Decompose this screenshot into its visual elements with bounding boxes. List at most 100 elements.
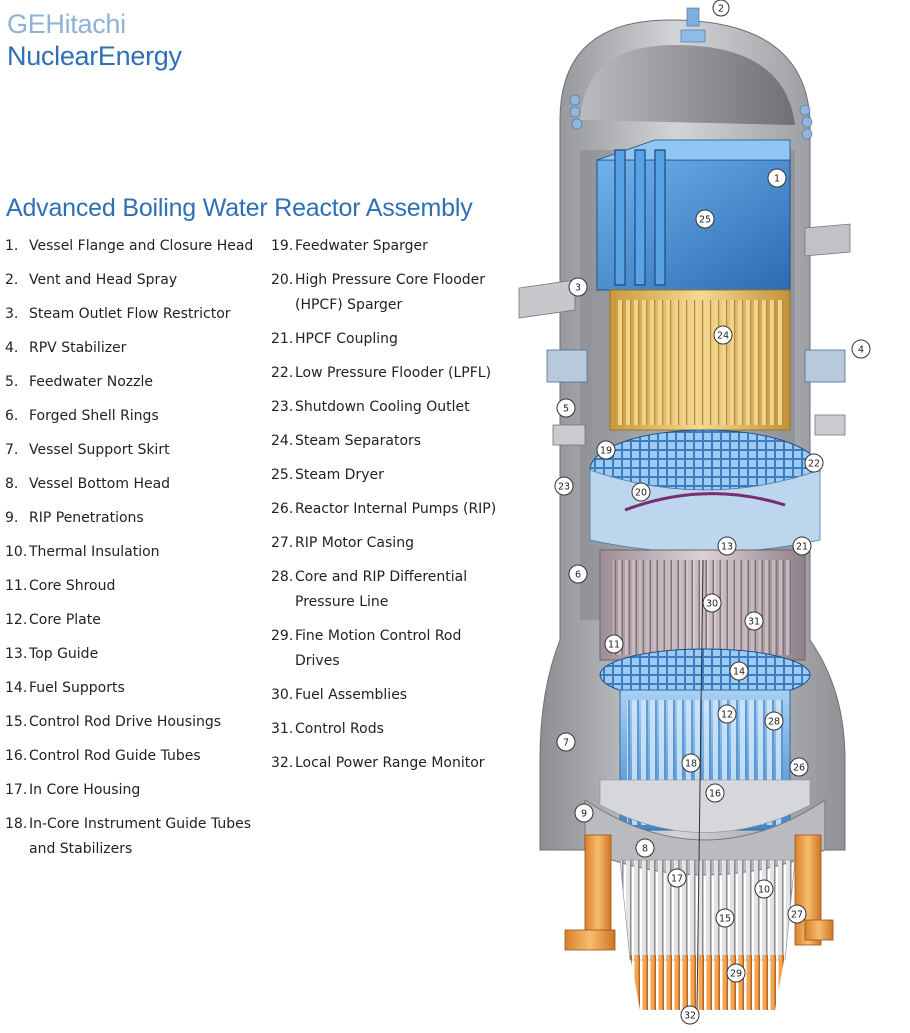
item-number: 25. bbox=[271, 467, 294, 483]
list-item: 2.Vent and Head Spray bbox=[5, 268, 260, 293]
callout-19-label: 19 bbox=[600, 446, 612, 457]
callout-30: 30 bbox=[702, 593, 722, 613]
item-number: 4. bbox=[5, 340, 19, 356]
callout-31-label: 31 bbox=[748, 617, 760, 628]
list-item: 26.Reactor Internal Pumps (RIP) bbox=[271, 497, 506, 522]
item-label: Vessel Support Skirt bbox=[29, 442, 170, 458]
list-item: 30.Fuel Assemblies bbox=[271, 683, 506, 708]
item-label: Steam Separators bbox=[295, 433, 422, 449]
list-item: 8. Vessel Bottom Head bbox=[5, 472, 260, 497]
callout-13-label: 13 bbox=[721, 542, 733, 553]
lprm-line bbox=[696, 559, 704, 1011]
item-label: Control Rods bbox=[295, 721, 384, 737]
item-label: Vent and Head Spray bbox=[29, 272, 178, 288]
callout-30-label: 30 bbox=[706, 599, 718, 610]
list-item: 18.In-Core Instrument Guide Tubes and St… bbox=[5, 812, 260, 862]
list-item: 20.High Pressure Core Flooder (HPCF) Spa… bbox=[271, 268, 506, 318]
callout-24-label: 24 bbox=[717, 331, 729, 342]
item-number: 19. bbox=[271, 238, 294, 254]
callout-8-label: 8 bbox=[642, 844, 648, 855]
item-label: Core Shroud bbox=[29, 578, 116, 594]
item-number: 22. bbox=[271, 365, 294, 381]
item-label: Fuel Assemblies bbox=[295, 687, 408, 703]
callout-11-label: 11 bbox=[608, 640, 620, 651]
callout-22: 22 bbox=[804, 453, 824, 473]
callout-19: 19 bbox=[596, 440, 616, 460]
brand-logo: GEHitachi NuclearEnergy bbox=[7, 8, 182, 72]
item-label: Steam Dryer bbox=[295, 467, 384, 483]
callout-32-label: 32 bbox=[684, 1011, 696, 1022]
callout-26: 26 bbox=[789, 757, 809, 777]
item-number: 20. bbox=[271, 272, 294, 288]
item-number: 3. bbox=[5, 306, 19, 322]
item-label: Vessel Bottom Head bbox=[29, 476, 171, 492]
item-number: 8. bbox=[5, 476, 19, 492]
item-label: Thermal Insulation bbox=[29, 544, 160, 560]
callout-15-label: 15 bbox=[719, 914, 731, 925]
item-label: In Core Housing bbox=[29, 782, 141, 798]
item-number: 26. bbox=[271, 501, 294, 517]
rip-motor-casings bbox=[564, 834, 834, 951]
item-label: In-Core Instrument Guide Tubes and Stabi… bbox=[29, 816, 252, 857]
callout-27: 27 bbox=[787, 904, 807, 924]
list-item: 25.Steam Dryer bbox=[271, 463, 506, 488]
top-guide bbox=[589, 429, 821, 553]
brand-line-2: NuclearEnergy bbox=[7, 41, 182, 71]
callout-17-label: 17 bbox=[671, 874, 683, 885]
item-number: 30. bbox=[271, 687, 294, 703]
callout-9-label: 9 bbox=[581, 809, 587, 820]
item-number: 15. bbox=[5, 714, 28, 730]
callout-29: 29 bbox=[726, 963, 746, 983]
list-item: 1.Vessel Flange and Closure Head bbox=[5, 234, 260, 259]
callout-9: 9 bbox=[574, 803, 594, 823]
callout-15: 15 bbox=[715, 908, 735, 928]
callout-23: 23 bbox=[554, 476, 574, 496]
callout-18: 18 bbox=[681, 753, 701, 773]
core-shroud bbox=[599, 549, 806, 661]
item-label: Forged Shell Rings bbox=[29, 408, 159, 424]
callout-12: 12 bbox=[717, 704, 737, 724]
list-item: 22.Low Pressure Flooder (LPFL) bbox=[271, 361, 506, 386]
item-number: 12. bbox=[5, 612, 28, 628]
item-number: 23. bbox=[271, 399, 294, 415]
callout-11: 11 bbox=[604, 634, 624, 654]
callout-26-label: 26 bbox=[793, 763, 805, 774]
list-item: 21.HPCF Coupling bbox=[271, 327, 506, 352]
callout-21-label: 21 bbox=[796, 542, 808, 553]
item-number: 6. bbox=[5, 408, 19, 424]
callout-4-label: 4 bbox=[858, 345, 864, 356]
item-number: 17. bbox=[5, 782, 28, 798]
reactor-cutaway-diagram: 1 2 3 4 5 6 7 8 9 10 11 12 13 14 15 16 1… bbox=[518, 0, 871, 1025]
callout-25: 25 bbox=[695, 209, 715, 229]
callout-21: 21 bbox=[792, 536, 812, 556]
callout-31: 31 bbox=[744, 611, 764, 631]
callout-20: 20 bbox=[631, 482, 651, 502]
list-item: 29.Fine Motion Control Rod Drives bbox=[271, 624, 506, 674]
callout-27-label: 27 bbox=[791, 910, 803, 921]
item-number: 14. bbox=[5, 680, 28, 696]
callout-23-label: 23 bbox=[558, 482, 570, 493]
callout-20-label: 20 bbox=[635, 488, 647, 499]
callout-4: 4 bbox=[851, 339, 871, 359]
item-label: Steam Outlet Flow Restrictor bbox=[29, 306, 231, 322]
steam-separators bbox=[609, 289, 791, 431]
callout-3-label: 3 bbox=[575, 283, 581, 294]
list-item: 10.Thermal Insulation bbox=[5, 540, 260, 565]
callout-22-label: 22 bbox=[808, 459, 820, 470]
item-label: Core Plate bbox=[29, 612, 101, 628]
steam-dryer bbox=[596, 139, 791, 291]
item-number: 24. bbox=[271, 433, 294, 449]
callout-8: 8 bbox=[635, 838, 655, 858]
list-item: 7. Vessel Support Skirt bbox=[5, 438, 260, 463]
item-number: 28. bbox=[271, 569, 294, 585]
item-number: 7. bbox=[5, 442, 19, 458]
list-item: 6. Forged Shell Rings bbox=[5, 404, 260, 429]
item-number: 18. bbox=[5, 816, 28, 832]
item-label: Core and RIP Differential Pressure Line bbox=[295, 569, 468, 610]
callout-16-label: 16 bbox=[709, 789, 721, 800]
item-number: 9. bbox=[5, 510, 19, 526]
callout-6: 6 bbox=[568, 564, 588, 584]
item-label: Fine Motion Control Rod Drives bbox=[295, 628, 462, 669]
vent-nozzle bbox=[680, 7, 706, 43]
list-item: 5.Feedwater Nozzle bbox=[5, 370, 260, 395]
